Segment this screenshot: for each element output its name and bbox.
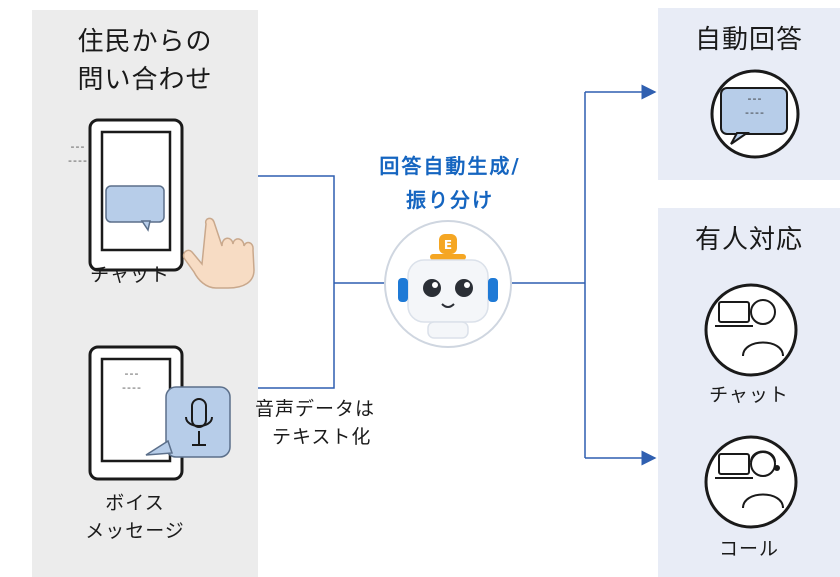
inquiries-title-line1: 住民からの [77, 27, 213, 57]
chat-operator-icon [704, 283, 798, 377]
robot-badge-letter: E [443, 238, 453, 252]
human-response-title: 有人対応 [694, 225, 803, 255]
auto-answer-placeholder-long: ---- [745, 106, 765, 119]
auto-answer-bubble-icon [710, 69, 800, 159]
call-operator-icon [704, 435, 798, 529]
conversion-note-line2: テキスト化 [272, 426, 372, 448]
voice-label-line2: メッセージ [85, 520, 185, 542]
voice-tablet-placeholder-long: ---- [122, 381, 142, 394]
human-chat-label: チャット [709, 384, 789, 406]
bot-label-line2: 振り分け [406, 188, 494, 212]
chat-label: チャット [90, 264, 170, 286]
robot-icon [384, 220, 512, 348]
voice-tablet-placeholder-short: --- [124, 367, 140, 380]
voice-tablet-icon [88, 345, 231, 481]
voice-label-line1: ボイス [105, 492, 165, 514]
inquiries-title-line2: 問い合わせ [77, 65, 213, 95]
input-connector [258, 175, 335, 389]
chat-tablet-icon [88, 118, 255, 289]
conversion-note-line1: 音声データは [255, 398, 376, 420]
chat-tablet-placeholder-long: ---- [68, 154, 88, 167]
auto-answer-placeholder-short: --- [747, 92, 763, 105]
bot-label-line1: 回答自動生成/ [379, 154, 521, 178]
auto-answer-title: 自動回答 [694, 25, 803, 55]
inquiries-panel [32, 10, 258, 577]
chat-tablet-placeholder-short: --- [70, 140, 86, 153]
human-call-label: コール [718, 538, 779, 560]
